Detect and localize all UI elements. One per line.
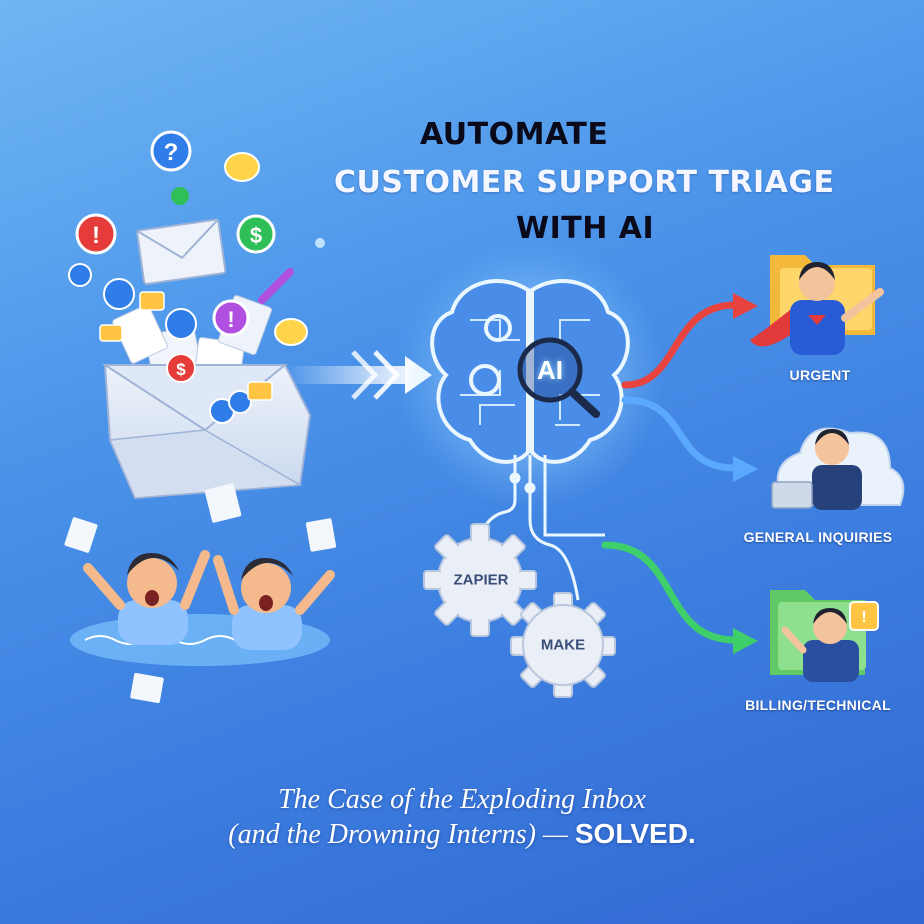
title-line-3: WITH AI	[516, 211, 655, 246]
caption-line-2-prefix: (and the Drowning Interns) —	[228, 819, 575, 850]
svg-text:!: !	[227, 307, 234, 332]
superhero-agent-folder-icon	[750, 255, 884, 355]
exploding-inbox-icon: ? ! $ ! $	[64, 130, 337, 704]
caption-solved-emphasis: SOLVED.	[574, 818, 696, 849]
ai-brain-label: AI	[537, 355, 563, 385]
urgent-route-arrow	[621, 293, 758, 389]
svg-text:$: $	[250, 223, 262, 248]
make-gear-label: MAKE	[540, 636, 586, 654]
billing-route-arrow	[601, 541, 758, 654]
title-line-1: AUTOMATE	[420, 117, 609, 152]
svg-text:!: !	[861, 609, 866, 626]
zapier-gear-label: ZAPIER	[453, 571, 509, 589]
general-route-arrow	[621, 396, 758, 482]
make-gear-icon	[510, 592, 616, 698]
svg-text:!: !	[92, 222, 100, 249]
title-line-2: CUSTOMER SUPPORT TRIAGE	[334, 165, 835, 200]
category-general-label: GENERAL INQUIRIES	[743, 529, 893, 545]
ai-brain-icon	[395, 240, 665, 510]
svg-text:$: $	[176, 360, 186, 379]
category-urgent-label: URGENT	[789, 367, 851, 383]
drowning-interns-illustration	[70, 550, 335, 666]
caption-line-2: (and the Drowning Interns) — SOLVED.	[0, 818, 924, 851]
svg-text:?: ?	[164, 139, 179, 166]
agent-green-folder-icon: !	[770, 590, 879, 682]
zapier-gear-icon	[423, 523, 537, 637]
caption-line-1: The Case of the Exploding Inbox	[278, 784, 646, 815]
agent-laptop-cloud-icon	[771, 427, 905, 510]
category-billing-label: BILLING/TECHNICAL	[745, 697, 891, 713]
